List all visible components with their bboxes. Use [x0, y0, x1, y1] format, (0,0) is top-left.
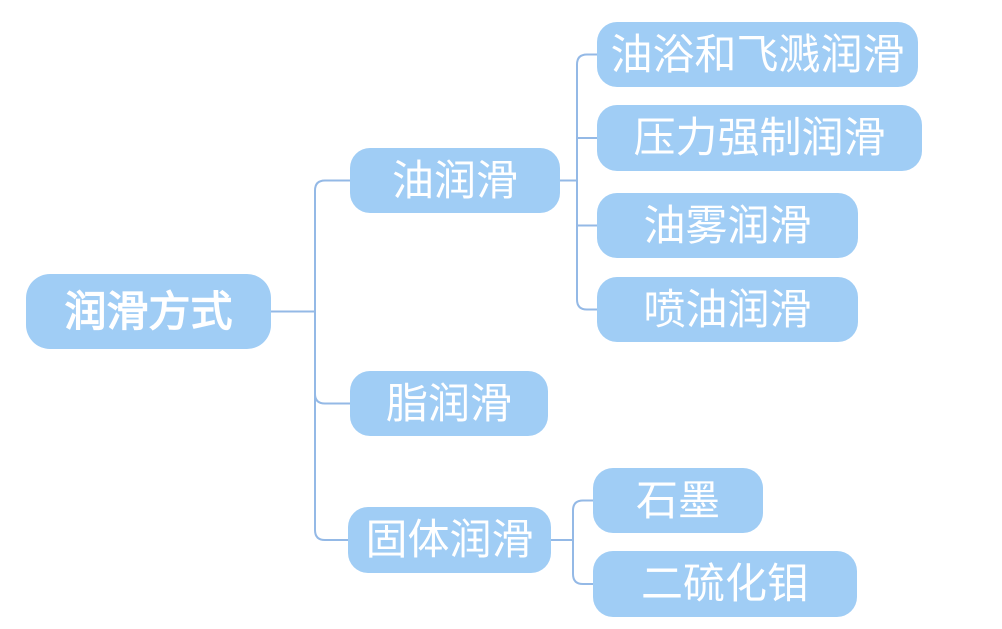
- node-oil-spray[interactable]: 喷油润滑: [597, 277, 858, 342]
- connector-oil-bracket: [576, 53, 598, 311]
- connector-root-middle-stub: [314, 393, 351, 405]
- node-oil-lubrication-label: 油润滑: [391, 156, 518, 204]
- node-oil-lubrication[interactable]: 油润滑: [350, 148, 560, 213]
- node-root[interactable]: 润滑方式: [26, 274, 271, 349]
- node-oil-bath-splash[interactable]: 油浴和飞溅润滑: [597, 22, 918, 87]
- node-oil-spray-label: 喷油润滑: [643, 285, 812, 333]
- node-oil-mist-label: 油雾润滑: [643, 201, 812, 249]
- node-graphite-label: 石墨: [635, 476, 720, 524]
- node-pressure-forced-label: 压力强制润滑: [633, 114, 886, 161]
- node-oil-mist[interactable]: 油雾润滑: [597, 193, 858, 258]
- connector-root-bracket: [314, 179, 351, 541]
- node-grease-lubrication[interactable]: 脂润滑: [350, 371, 548, 436]
- node-solid-lubrication[interactable]: 固体润滑: [348, 507, 551, 573]
- node-molybdenum-disulfide[interactable]: 二硫化钼: [593, 551, 857, 617]
- node-solid-lubrication-label: 固体润滑: [365, 516, 534, 563]
- node-molybdenum-disulfide-label: 二硫化钼: [640, 560, 809, 607]
- node-pressure-forced[interactable]: 压力强制润滑: [597, 105, 922, 171]
- node-graphite[interactable]: 石墨: [593, 468, 763, 533]
- node-oil-bath-splash-label: 油浴和飞溅润滑: [610, 30, 905, 78]
- node-grease-lubrication-label: 脂润滑: [385, 379, 512, 427]
- connector-solid-bracket: [572, 499, 594, 585]
- node-root-label: 润滑方式: [64, 287, 233, 335]
